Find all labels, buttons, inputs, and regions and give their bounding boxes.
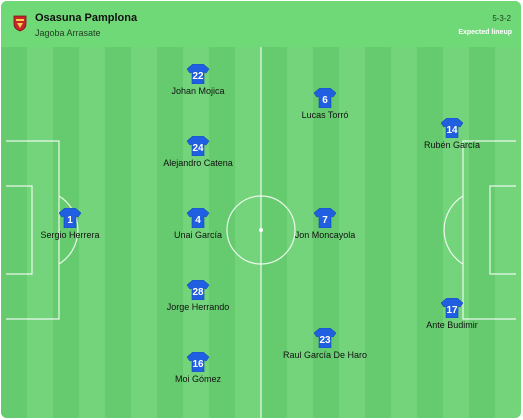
player-number: 4 — [195, 215, 201, 226]
player-jon-moncayola[interactable]: 7 Jon Moncayola — [255, 208, 395, 240]
player-number: 7 — [322, 215, 328, 226]
player-lucas-torro[interactable]: 6 Lucas Torró — [255, 88, 395, 120]
jersey-icon: 17 — [441, 298, 463, 318]
player-name: Johan Mojica — [171, 86, 225, 96]
expected-lineup-label: Expected lineup — [458, 29, 512, 36]
player-name: Jorge Herrando — [166, 302, 230, 312]
player-sergio-herrera[interactable]: 1 Sergio Herrera — [1, 208, 140, 240]
player-name: Raul García De Haro — [282, 350, 368, 360]
jersey-icon: 14 — [441, 118, 463, 138]
jersey-icon: 4 — [187, 208, 209, 228]
osasuna-crest-icon — [13, 15, 27, 32]
player-raul-garcia-de-haro[interactable]: 23 Raul García De Haro — [255, 328, 395, 360]
player-number: 22 — [192, 71, 204, 82]
player-number: 16 — [192, 359, 204, 370]
coach-name: Jagoba Arrasate — [35, 28, 101, 38]
player-number: 6 — [322, 95, 328, 106]
jersey-icon: 7 — [314, 208, 336, 228]
player-name: Moi Gómez — [174, 374, 221, 384]
player-name: Unai García — [173, 230, 223, 240]
player-name: Sergio Herrera — [40, 230, 100, 240]
team-header: Osasuna Pamplona Jagoba Arrasate 5-3-2 E… — [1, 1, 521, 47]
player-johan-mojica[interactable]: 22 Johan Mojica — [128, 64, 268, 96]
player-name: Alejandro Catena — [163, 158, 233, 168]
player-unai-garcia[interactable]: 4 Unai García — [128, 208, 268, 240]
team-name[interactable]: Osasuna Pamplona — [35, 12, 138, 24]
player-number: 24 — [192, 143, 204, 154]
player-name: Rubén García — [423, 140, 481, 150]
player-name: Ante Budimir — [426, 320, 478, 330]
jersey-icon: 23 — [314, 328, 336, 348]
player-ante-budimir[interactable]: 17 Ante Budimir — [382, 298, 521, 330]
player-number: 14 — [446, 125, 458, 136]
jersey-icon: 28 — [187, 280, 209, 300]
player-number: 1 — [67, 215, 73, 226]
jersey-icon: 6 — [314, 88, 336, 108]
player-number: 17 — [446, 305, 458, 316]
player-ruben-garcia[interactable]: 14 Rubén García — [382, 118, 521, 150]
player-number: 28 — [192, 287, 204, 298]
player-alejandro-catena[interactable]: 24 Alejandro Catena — [128, 136, 268, 168]
jersey-icon: 1 — [59, 208, 81, 228]
player-number: 23 — [319, 335, 331, 346]
player-moi-gomez[interactable]: 16 Moi Gómez — [128, 352, 268, 384]
player-jorge-herrando[interactable]: 28 Jorge Herrando — [128, 280, 268, 312]
player-name: Lucas Torró — [301, 110, 349, 120]
formation-label: 5-3-2 — [492, 14, 511, 23]
jersey-icon: 24 — [187, 136, 209, 156]
jersey-icon: 16 — [187, 352, 209, 372]
player-name: Jon Moncayola — [294, 230, 356, 240]
jersey-icon: 22 — [187, 64, 209, 84]
football-pitch: 1 Sergio Herrera 22 Johan Mojica 24 Alej… — [1, 47, 521, 418]
